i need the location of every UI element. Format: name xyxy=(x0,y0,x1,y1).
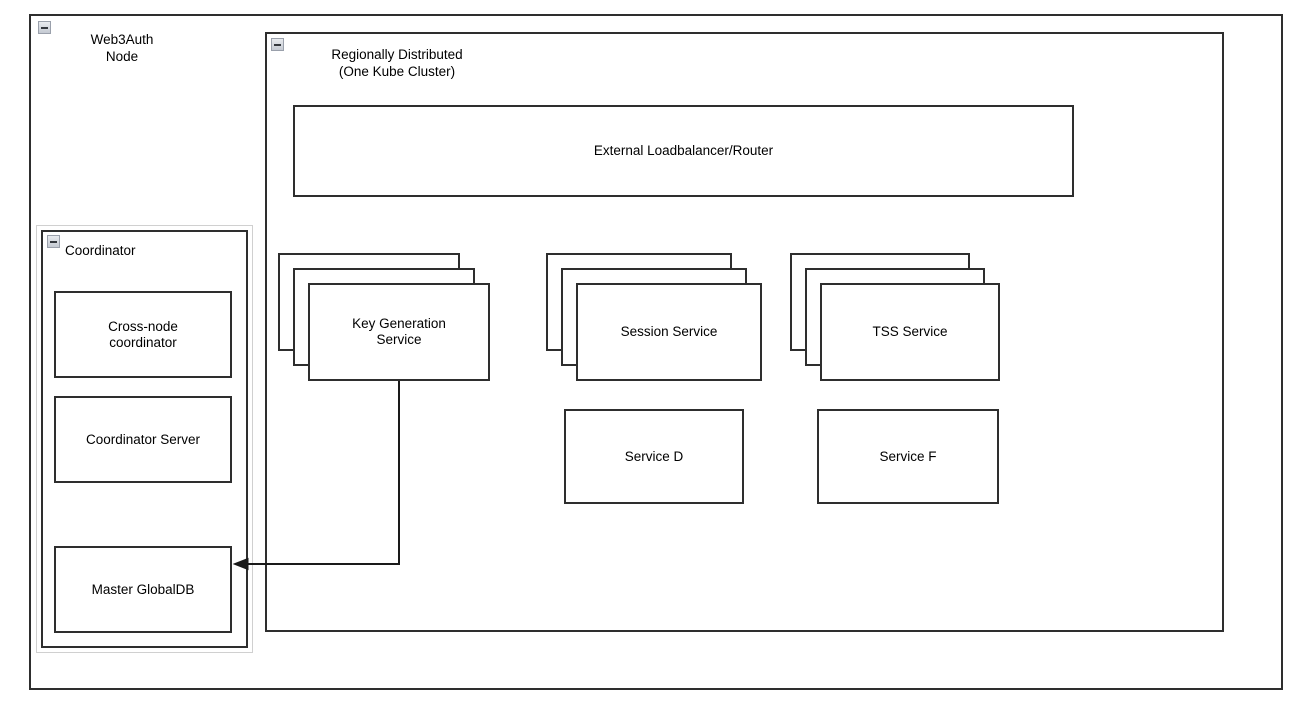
stack-sheet-front-tss-service[interactable]: TSS Service xyxy=(820,283,1000,381)
node-service-f[interactable]: Service F xyxy=(817,409,999,504)
stack-tss-service[interactable]: TSS Service xyxy=(790,253,1000,381)
node-external-loadbalancer-router[interactable]: External Loadbalancer/Router xyxy=(293,105,1074,197)
stack-sheet-front-session-service[interactable]: Session Service xyxy=(576,283,762,381)
node-service-d[interactable]: Service D xyxy=(564,409,744,504)
node-master-globaldb[interactable]: Master GlobalDB xyxy=(54,546,232,633)
collapse-minus-icon-coordinator[interactable] xyxy=(47,235,60,248)
stack-session-service[interactable]: Session Service xyxy=(546,253,762,381)
stack-key-generation-service[interactable]: Key Generation Service xyxy=(278,253,490,381)
group-coordinator-label: Coordinator xyxy=(65,243,136,258)
collapse-minus-icon-web3auth-node[interactable] xyxy=(38,21,51,34)
node-cross-node-coordinator[interactable]: Cross-node coordinator xyxy=(54,291,232,378)
collapse-minus-icon-kube-cluster[interactable] xyxy=(271,38,284,51)
node-coordinator-server[interactable]: Coordinator Server xyxy=(54,396,232,483)
stack-sheet-front-key-generation-service[interactable]: Key Generation Service xyxy=(308,283,490,381)
group-kube-cluster-label: Regionally Distributed (One Kube Cluster… xyxy=(331,47,463,79)
group-web3auth-node-label: Web3Auth Node xyxy=(90,32,154,64)
